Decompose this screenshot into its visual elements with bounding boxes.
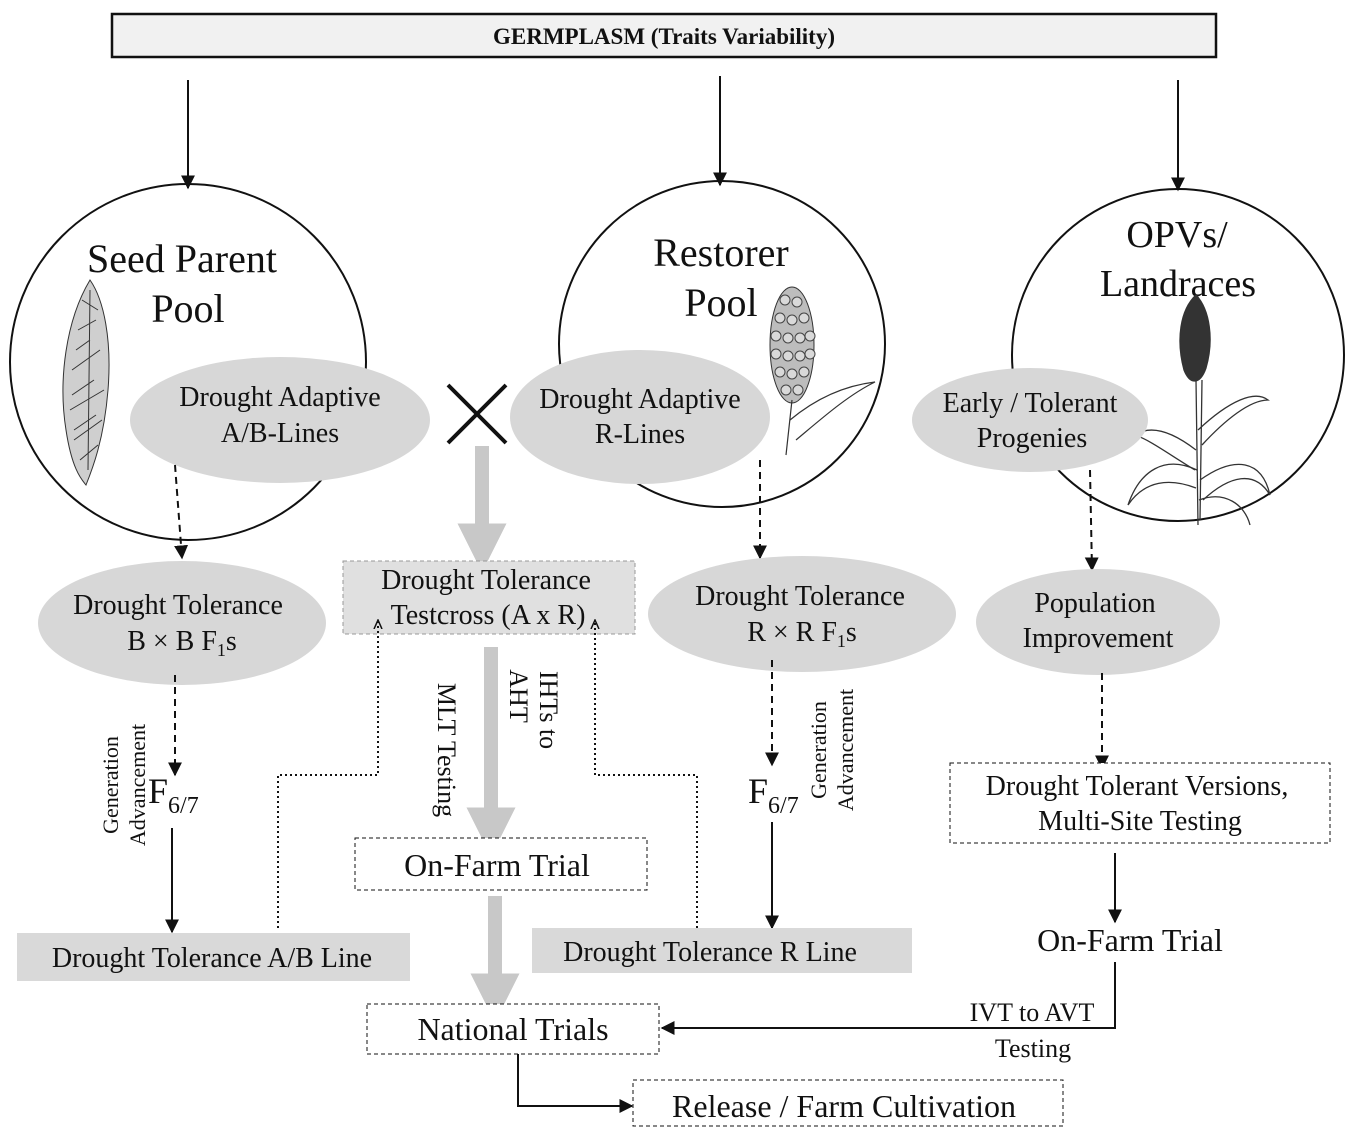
onfarm-right-label: On-Farm Trial: [1037, 922, 1223, 958]
versions-box: Drought Tolerant Versions, Multi-Site Te…: [949, 762, 1331, 844]
dashed-arrow-progenies-to-population: [1084, 469, 1099, 572]
onfarm-center-box: On-Farm Trial: [354, 837, 648, 891]
svg-text:IHTs to: IHTs to: [534, 671, 563, 749]
svg-text:Release / Farm Cultivation: Release / Farm Cultivation: [672, 1088, 1016, 1124]
progenies-ellipse: Early / Tolerant Progenies: [912, 368, 1148, 472]
svg-text:Drought Tolerant Versions,: Drought Tolerant Versions,: [986, 771, 1289, 802]
national-trials-box: National Trials: [366, 1003, 660, 1055]
opv-pool-title-2: Landraces: [1100, 263, 1256, 305]
svg-text:Drought Tolerance R Line: Drought Tolerance R Line: [563, 937, 857, 968]
opv-pool-circle: [1011, 188, 1345, 522]
svg-text:AHT: AHT: [504, 669, 533, 723]
mlt-testing-label: MLT Testing: [432, 683, 461, 817]
rxr-label-2: R × R F1s: [747, 617, 857, 651]
progenies-label-1: Early / Tolerant: [943, 388, 1118, 419]
germplasm-header: GERMPLASM (Traits Variability): [110, 12, 1218, 59]
seed-parent-pool-circle: [9, 183, 367, 541]
opv-pool-title-1: OPVs/: [1126, 214, 1228, 256]
ab-lines-ellipse: Drought Adaptive A/B-Lines: [130, 357, 430, 483]
ivt-avt-label-2: Testing: [995, 1034, 1071, 1063]
release-box: Release / Farm Cultivation: [632, 1079, 1064, 1127]
restorer-pool-title-1: Restorer: [653, 230, 789, 275]
svg-text:National Trials: National Trials: [417, 1011, 608, 1047]
r-line-box: Drought Tolerance R Line: [532, 928, 912, 973]
ab-lines-label-1: Drought Adaptive: [179, 382, 380, 413]
bxb-label-1: Drought Tolerance: [73, 590, 283, 621]
population-label-1: Population: [1034, 588, 1155, 619]
testcross-box: Drought Tolerance Testcross (A x R): [342, 560, 636, 635]
restorer-pool-circle: [558, 180, 886, 508]
svg-text:Generation: Generation: [98, 736, 123, 834]
arrow-onfarm-to-national: [660, 962, 1116, 1035]
f67-right-label: F6/7: [748, 771, 799, 819]
bxb-label-2: B × B F1s: [127, 626, 237, 660]
gen-adv-left-label: Generation Advancement: [98, 724, 150, 846]
arrow-national-to-release: [517, 1054, 634, 1113]
r-lines-label-2: R-Lines: [595, 419, 685, 450]
sorghum-panicle-compact-icon: [769, 286, 876, 456]
r-lines-label-1: Drought Adaptive: [539, 384, 740, 415]
sorghum-panicle-loose-icon: [62, 279, 110, 486]
header-title: GERMPLASM (Traits Variability): [493, 24, 835, 49]
bxb-ellipse: Drought Tolerance B × B F1s: [38, 561, 326, 685]
ivt-avt-label-1: IVT to AVT: [970, 998, 1095, 1027]
dotted-feedback-ab-to-testcross: [277, 620, 378, 928]
svg-text:Advancement: Advancement: [833, 689, 858, 811]
iht-aht-label: IHTs to AHT: [504, 669, 563, 749]
svg-text:Drought Tolerance A/B Line: Drought Tolerance A/B Line: [52, 943, 372, 974]
dotted-feedback-r-to-testcross: [595, 620, 698, 928]
dashed-arrow-ab-to-bxb: [174, 464, 189, 560]
restorer-pool-title-2: Pool: [684, 280, 757, 325]
rxr-label-1: Drought Tolerance: [695, 581, 905, 612]
svg-text:On-Farm Trial: On-Farm Trial: [404, 847, 590, 883]
testcross-label-1: Drought Tolerance: [381, 565, 591, 596]
seed-pool-title-1: Seed Parent: [87, 236, 277, 281]
testcross-label-2: Testcross (A x R): [391, 600, 586, 631]
cross-symbol: [446, 383, 508, 445]
gen-adv-right-label: Generation Advancement: [806, 689, 858, 811]
r-lines-ellipse: Drought Adaptive R-Lines: [510, 350, 770, 484]
f67-left-label: F6/7: [148, 771, 199, 819]
svg-text:Multi-Site Testing: Multi-Site Testing: [1038, 806, 1242, 837]
svg-text:Advancement: Advancement: [125, 724, 150, 846]
population-ellipse: Population Improvement: [976, 569, 1220, 675]
rxr-ellipse: Drought Tolerance R × R F1s: [648, 556, 956, 672]
svg-text:Generation: Generation: [806, 701, 831, 799]
population-label-2: Improvement: [1023, 623, 1174, 654]
svg-text:MLT Testing: MLT Testing: [432, 683, 461, 817]
seed-pool-title-2: Pool: [151, 286, 224, 331]
progenies-label-2: Progenies: [977, 423, 1087, 454]
ab-lines-label-2: A/B-Lines: [221, 418, 339, 449]
ab-line-box: Drought Tolerance A/B Line: [17, 933, 410, 981]
sorghum-plant-icon: [1127, 294, 1271, 526]
